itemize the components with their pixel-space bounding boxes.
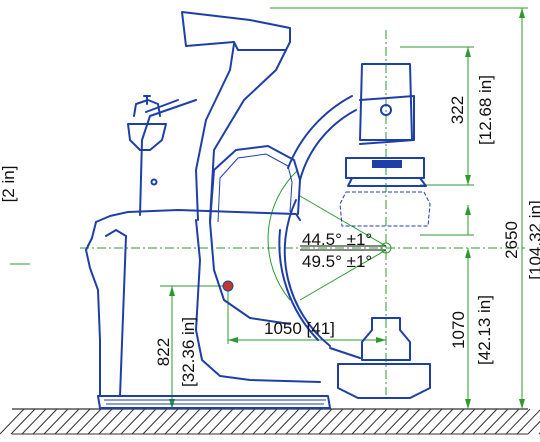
total-height-mm-label: 2650 <box>502 221 521 259</box>
angle-lower-label: 49.5° ±1° <box>302 252 372 271</box>
angle-leaders <box>300 245 386 251</box>
total-height-in-label: [104.32 in] <box>526 200 540 279</box>
detector-travel-in-label: [12.68 in] <box>476 75 495 145</box>
dimension-labels: [2 in] 44.5° ±1° 49.5° ±1° 322 [12.68 in… <box>0 75 540 387</box>
isocenter-height-in-label: [42.13 in] <box>475 295 494 365</box>
angle-upper-label: 44.5° ±1° <box>302 230 372 249</box>
left-cut-label: [2 in] <box>0 166 18 203</box>
horizontal-offset-label: 1050 [41] <box>264 319 335 338</box>
isocenter-height-mm-label: 1070 <box>449 311 468 349</box>
pivot-height-in-label: [32.36 in] <box>179 317 198 387</box>
c-arm-machine <box>85 11 431 409</box>
floor-hatch <box>0 408 540 435</box>
dimension-lines <box>10 7 528 409</box>
detector-travel-mm-label: 322 <box>448 96 467 124</box>
pivot-height-mm-label: 822 <box>154 338 173 366</box>
